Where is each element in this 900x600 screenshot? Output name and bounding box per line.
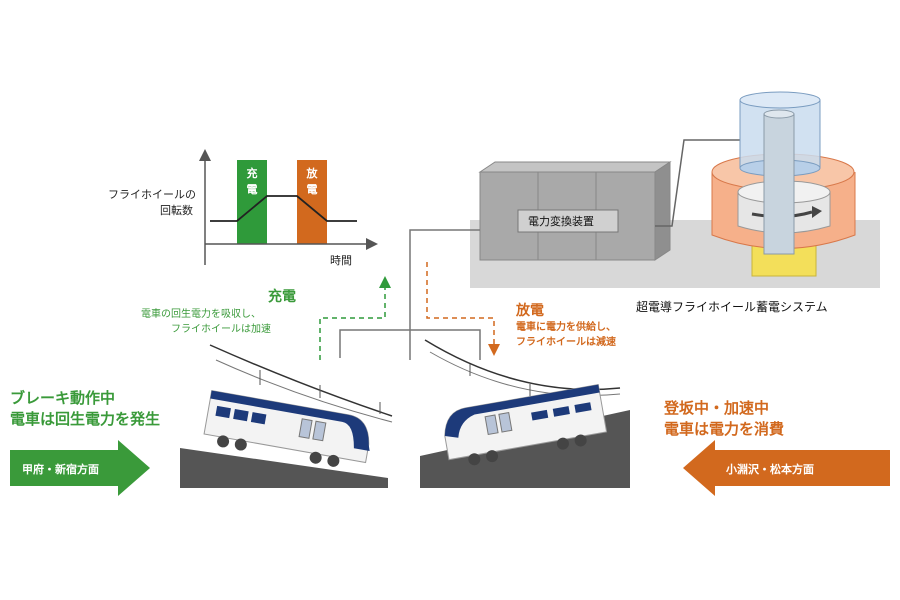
graph-y-label-line1: フライホイールの — [108, 188, 196, 201]
left-direction-label: 甲府・新宿方面 — [22, 463, 99, 476]
left-train-scene — [10, 344, 393, 496]
left-slope — [180, 448, 388, 488]
discharge-band-char1: 放 — [306, 167, 318, 180]
discharge-desc-line1: 電車に電力を供給し、 — [516, 322, 616, 333]
left-headline-line1: ブレーキ動作中 — [10, 389, 116, 407]
discharge-desc-line2: フライホイールは減速 — [516, 337, 616, 348]
left-headline-line2: 電車は回生電力を発生 — [10, 410, 161, 428]
charge-band-label: 充 電 — [240, 166, 264, 198]
charge-desc-line1: 電車の回生電力を吸収し、 — [141, 309, 261, 320]
right-headline-line2: 電車は電力を消費 — [664, 420, 785, 438]
flywheel-system — [470, 91, 880, 288]
discharge-band-char2: 電 — [306, 183, 318, 196]
left-train — [203, 390, 370, 467]
right-headline-line1: 登坂中・加速中 — [664, 399, 770, 417]
left-direction-arrow — [10, 440, 150, 496]
discharge-title: 放電 — [516, 303, 544, 319]
rotation-graph — [199, 149, 378, 265]
discharge-band — [297, 160, 327, 244]
graph-y-label-line2: 回転数 — [160, 204, 193, 217]
right-direction-arrow — [683, 440, 890, 496]
discharge-flow-arrow — [426, 262, 500, 356]
flywheel-shaft — [763, 113, 795, 255]
converter-label: 電力変換装置 — [528, 215, 594, 228]
charge-band — [237, 160, 267, 244]
charge-desc-line2: フライホイールは加速 — [171, 324, 271, 335]
charge-title: 充電 — [268, 289, 296, 305]
right-train — [444, 384, 608, 466]
graph-x-label: 時間 — [330, 254, 352, 267]
discharge-band-label: 放 電 — [300, 166, 324, 198]
right-train-scene — [420, 339, 890, 496]
charge-band-char2: 電 — [246, 183, 258, 196]
charge-band-char1: 充 — [246, 167, 258, 180]
rotation-curve — [210, 195, 357, 222]
system-caption: 超電導フライホイール蓄電システム — [636, 300, 828, 314]
left-catenary — [209, 344, 393, 417]
wiring — [319, 229, 500, 360]
right-direction-label: 小淵沢・松本方面 — [726, 463, 814, 476]
charge-flow-arrow — [319, 276, 391, 360]
